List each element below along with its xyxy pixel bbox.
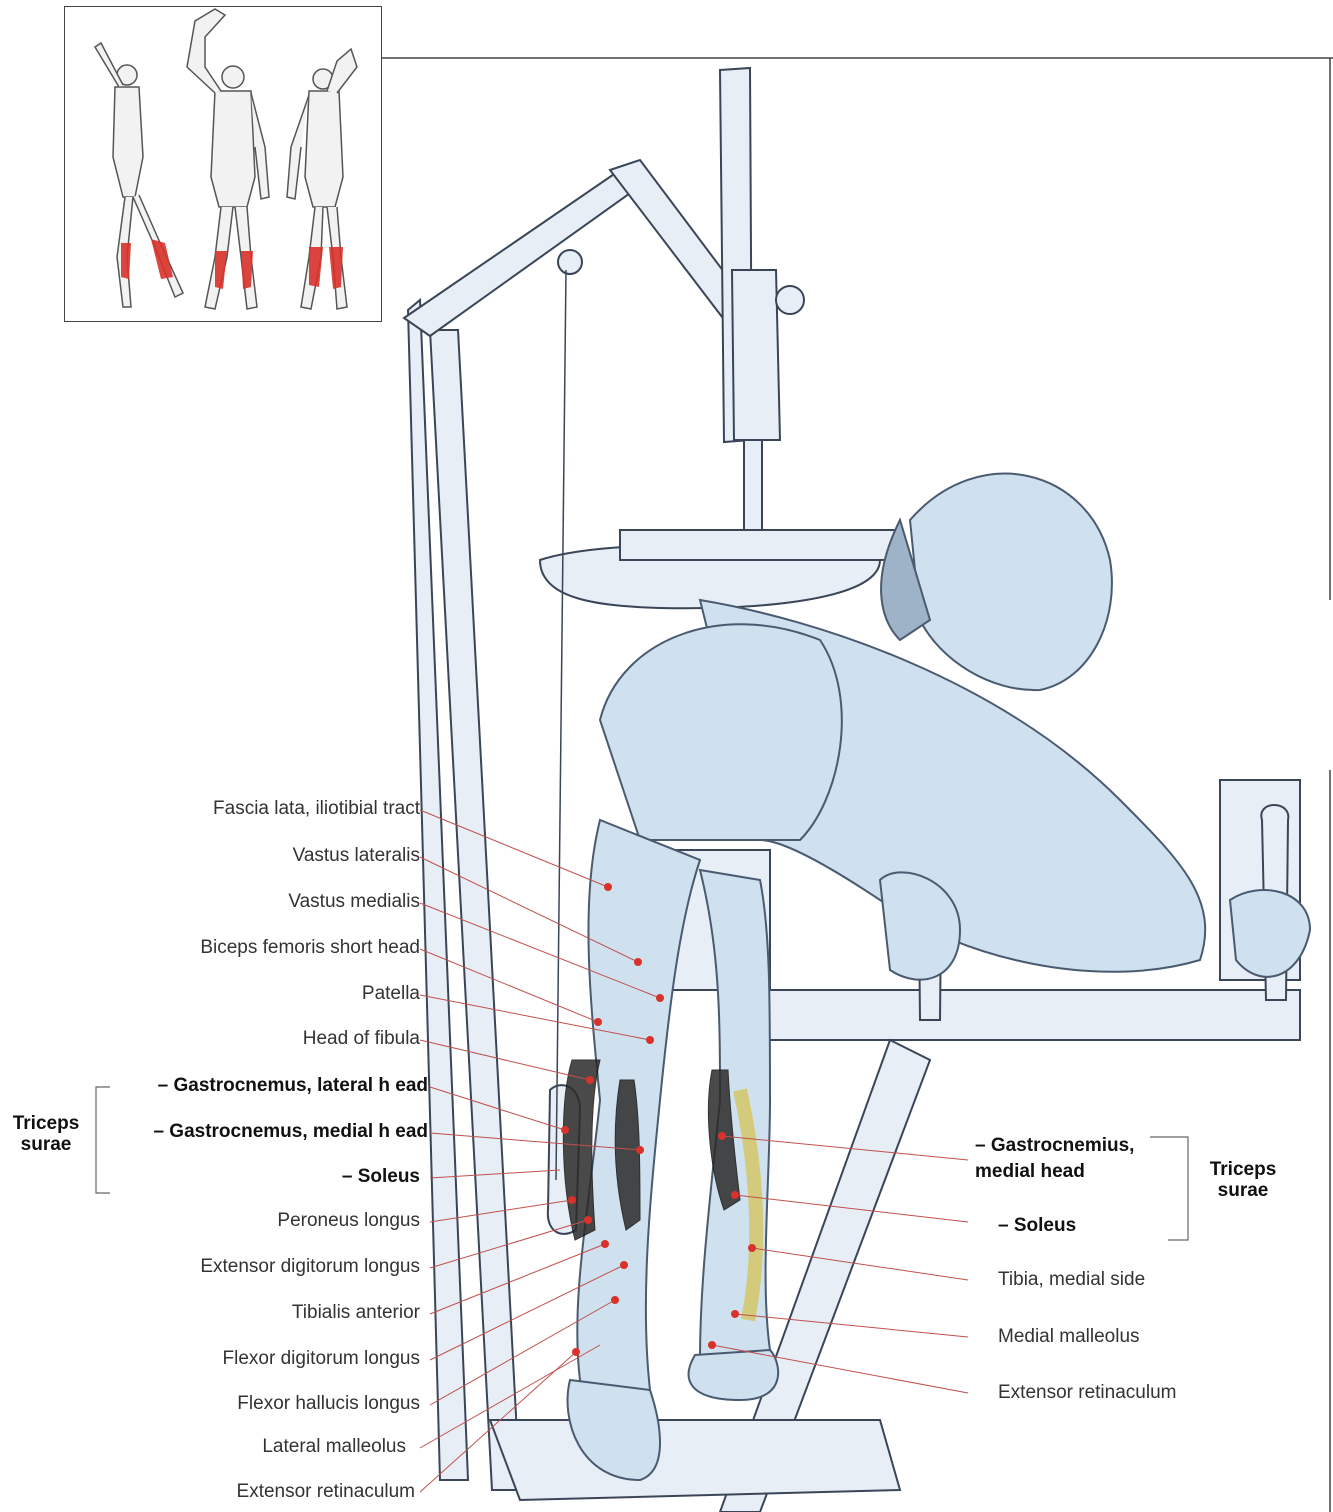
label-head-of-fibula: Head of fibula <box>303 1029 420 1048</box>
label-peroneus-longus: Peroneus longus <box>277 1211 420 1230</box>
label-fascia-lata: Fascia lata, iliotibial tract <box>213 799 420 818</box>
label-extensor-digitorum-longus: Extensor digitorum longus <box>200 1257 420 1276</box>
left-bracket <box>96 1087 110 1193</box>
label-medial-head-right: medial head <box>975 1162 1085 1181</box>
label-gastrocnemius-medial-right: – Gastrocnemius, <box>975 1136 1134 1155</box>
label-flexor-digitorum-longus: Flexor digitorum longus <box>223 1349 420 1368</box>
label-patella: Patella <box>362 984 420 1003</box>
label-flexor-hallucis-longus: Flexor hallucis longus <box>237 1394 420 1413</box>
label-vastus-lateralis: Vastus lateralis <box>293 846 420 865</box>
label-medial-malleolus: Medial malleolus <box>998 1327 1140 1346</box>
label-soleus-left: – Soleus <box>342 1167 420 1186</box>
label-vastus-medialis: Vastus medialis <box>288 892 420 911</box>
label-soleus-right: – Soleus <box>998 1216 1076 1235</box>
right-bracket <box>1150 1137 1188 1240</box>
label-biceps-femoris: Biceps femoris short head <box>200 938 420 957</box>
label-gastrocnemius-lateral: – Gastrocnemus, lateral h ead <box>158 1076 428 1095</box>
label-tibia-medial-side: Tibia, medial side <box>998 1270 1145 1289</box>
label-gastrocnemius-medial: – Gastrocnemus, medial h ead <box>153 1122 428 1141</box>
label-extensor-retinaculum-left: Extensor retinaculum <box>237 1482 415 1501</box>
label-extensor-retinaculum-right: Extensor retinaculum <box>998 1383 1176 1402</box>
label-tibialis-anterior: Tibialis anterior <box>292 1303 420 1322</box>
label-lateral-malleolus: Lateral malleolus <box>262 1437 406 1456</box>
